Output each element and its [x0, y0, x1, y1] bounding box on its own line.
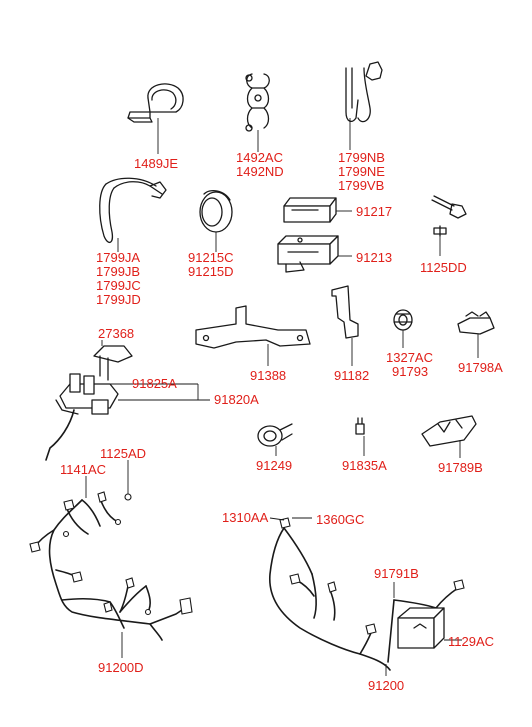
label-1125dd: 1125DD [420, 260, 467, 275]
part-91217-module [283, 197, 352, 223]
label-1125ad: 1125AD [100, 446, 146, 461]
label-91793: 91793 [392, 364, 428, 379]
label-91215d: 91215D [188, 264, 234, 279]
label-1799ja: 1799JA [96, 250, 140, 265]
label-91200d: 91200D [98, 660, 144, 675]
part-1327ac-nut [393, 309, 413, 348]
label-1489je: 1489JE [134, 156, 178, 171]
label-1799vb: 1799VB [338, 178, 384, 193]
label-1327ac: 1327AC [386, 350, 433, 365]
part-91789b-connector [421, 415, 477, 458]
label-91835a: 91835A [342, 458, 387, 473]
part-91388-bracket [195, 305, 311, 366]
label-91789b: 91789B [438, 460, 483, 475]
label-1141ac: 1141AC [60, 462, 106, 477]
part-91249-part [257, 423, 293, 456]
part-91215-grommet [199, 189, 233, 252]
part-91835a-fuse [355, 417, 365, 456]
label-91215c: 91215C [188, 250, 234, 265]
label-91825a: 91825A [132, 376, 177, 391]
part-91798a-connector [457, 311, 495, 358]
part-27368-assembly [45, 340, 210, 461]
label-1799jd: 1799JD [96, 292, 141, 307]
part-91200d-harness [29, 460, 193, 658]
label-1360gc: 1360GC [316, 512, 364, 527]
part-91213-module [277, 235, 352, 273]
label-1310aa: 1310AA [222, 510, 269, 525]
label-27368: 27368 [98, 326, 134, 341]
label-1129ac: 1129AC [448, 634, 494, 649]
label-91249: 91249 [256, 458, 292, 473]
label-91791b: 91791B [374, 566, 419, 581]
part-1125dd-bolt [431, 195, 467, 256]
label-91388: 91388 [250, 368, 286, 383]
label-91200: 91200 [368, 678, 404, 693]
label-1799jc: 1799JC [96, 278, 141, 293]
label-91217: 91217 [356, 204, 392, 219]
part-91200-harness [269, 517, 465, 676]
label-1799nb: 1799NB [338, 150, 385, 165]
label-91798a: 91798A [458, 360, 503, 375]
label-1492ac: 1492AC [236, 150, 283, 165]
label-1492nd: 1492ND [236, 164, 284, 179]
part-1799n-tie [345, 61, 383, 150]
part-1489je-clamp [127, 83, 184, 154]
label-1799ne: 1799NE [338, 164, 385, 179]
part-91182-bracket [331, 285, 359, 366]
label-91820a: 91820A [214, 392, 259, 407]
part-1799j-tie [99, 177, 167, 252]
label-91182: 91182 [334, 368, 369, 383]
label-1799jb: 1799JB [96, 264, 140, 279]
label-91213: 91213 [356, 250, 392, 265]
part-1492-clip [245, 73, 270, 152]
